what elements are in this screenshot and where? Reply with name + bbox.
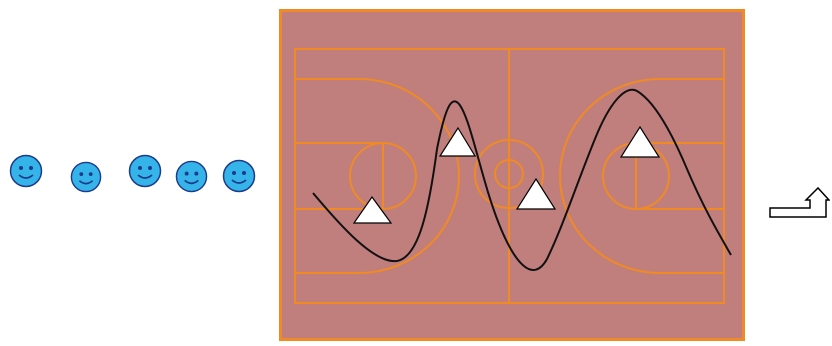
smiley-faces-group [0, 0, 270, 340]
movement-path [312, 88, 732, 272]
smiley-face-icon [222, 159, 256, 193]
player-marker-triangle [438, 126, 477, 157]
left-three-point-arc [358, 78, 460, 274]
smiley-face-icon [70, 161, 102, 193]
court-floor [279, 9, 745, 341]
smiley-face-icon [175, 160, 208, 193]
turn-up-arrow-icon [768, 186, 831, 225]
center-inner-circle [494, 159, 524, 189]
center-circle [474, 139, 544, 209]
player-marker-triangle [515, 177, 557, 210]
right-three-point-arc [559, 78, 661, 274]
court-svg [279, 9, 745, 341]
smiley-face-icon [128, 154, 162, 188]
basketball-court [279, 9, 745, 346]
player-marker-triangle [352, 195, 393, 224]
player-marker-triangle [619, 125, 661, 158]
smiley-face-icon [9, 154, 43, 188]
